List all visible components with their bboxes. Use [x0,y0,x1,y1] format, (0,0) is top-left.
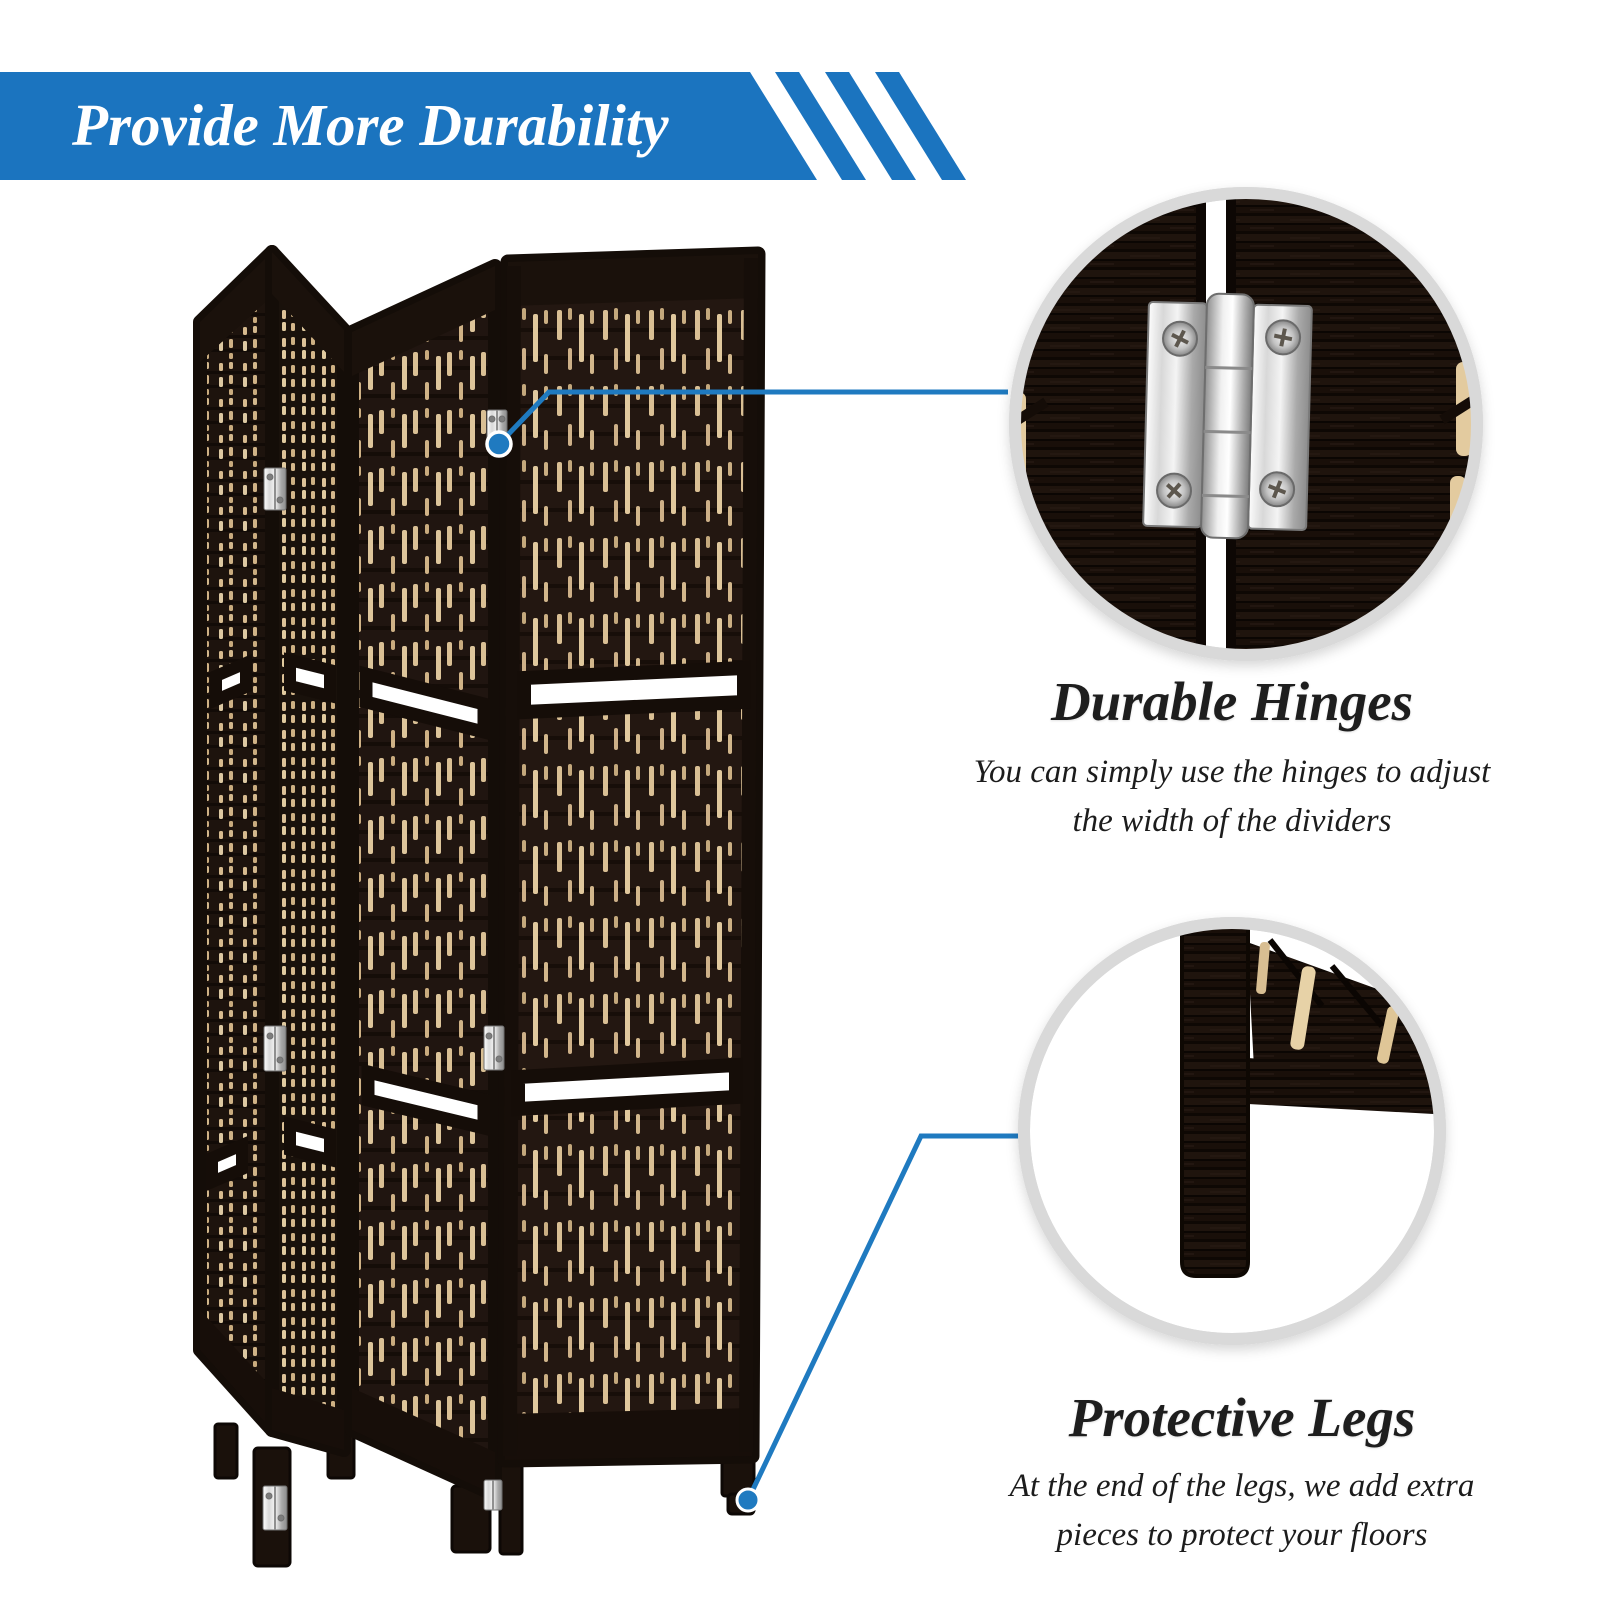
hinges-title: Durable Hinges [1050,671,1414,732]
legs-detail-circle [1018,917,1446,1345]
panel-bottom-rail [1248,1058,1435,1114]
protective-leg-closeup [1180,928,1250,1278]
panel-slot [517,660,751,720]
panel-slot [511,1057,743,1117]
metal-hinge-closeup [1142,292,1313,540]
divider-panel-3 [345,259,502,1502]
legs-description-line-2: pieces to protect your floors [1056,1517,1428,1553]
panel-slot [210,653,252,710]
callout-line-hinges [497,389,1008,446]
callout-dot-legs [735,1487,761,1513]
banner-title: Provide More Durability [72,92,669,158]
panel-slot [284,1116,336,1168]
banner-stripe [875,72,966,180]
banner-stripe [775,72,866,180]
hinge-detail-circle [1009,187,1483,661]
callout-line-legs [745,1133,1022,1502]
panel-slot [284,652,336,704]
divider-panel-2 [265,245,351,1457]
room-divider-photo [193,245,766,1568]
legs-title: Protective Legs [1068,1387,1416,1448]
banner-ribbon [0,72,966,180]
hinge-screws [1156,319,1302,509]
callout-dot-hinges [485,430,513,458]
legs-description-line-1: At the end of the legs, we add extra [1009,1468,1475,1504]
panel-slot [359,665,491,741]
divider-panel-1 [193,245,279,1437]
banner-stripe [825,72,916,180]
hinges-description-line-2: the width of the dividers [1072,803,1392,839]
hinges-description-line-1: You can simply use the hinges to adjust [973,754,1491,790]
panel-slot [361,1063,491,1137]
panel-slot [206,1135,248,1192]
divider-panel-4 [497,246,766,1468]
